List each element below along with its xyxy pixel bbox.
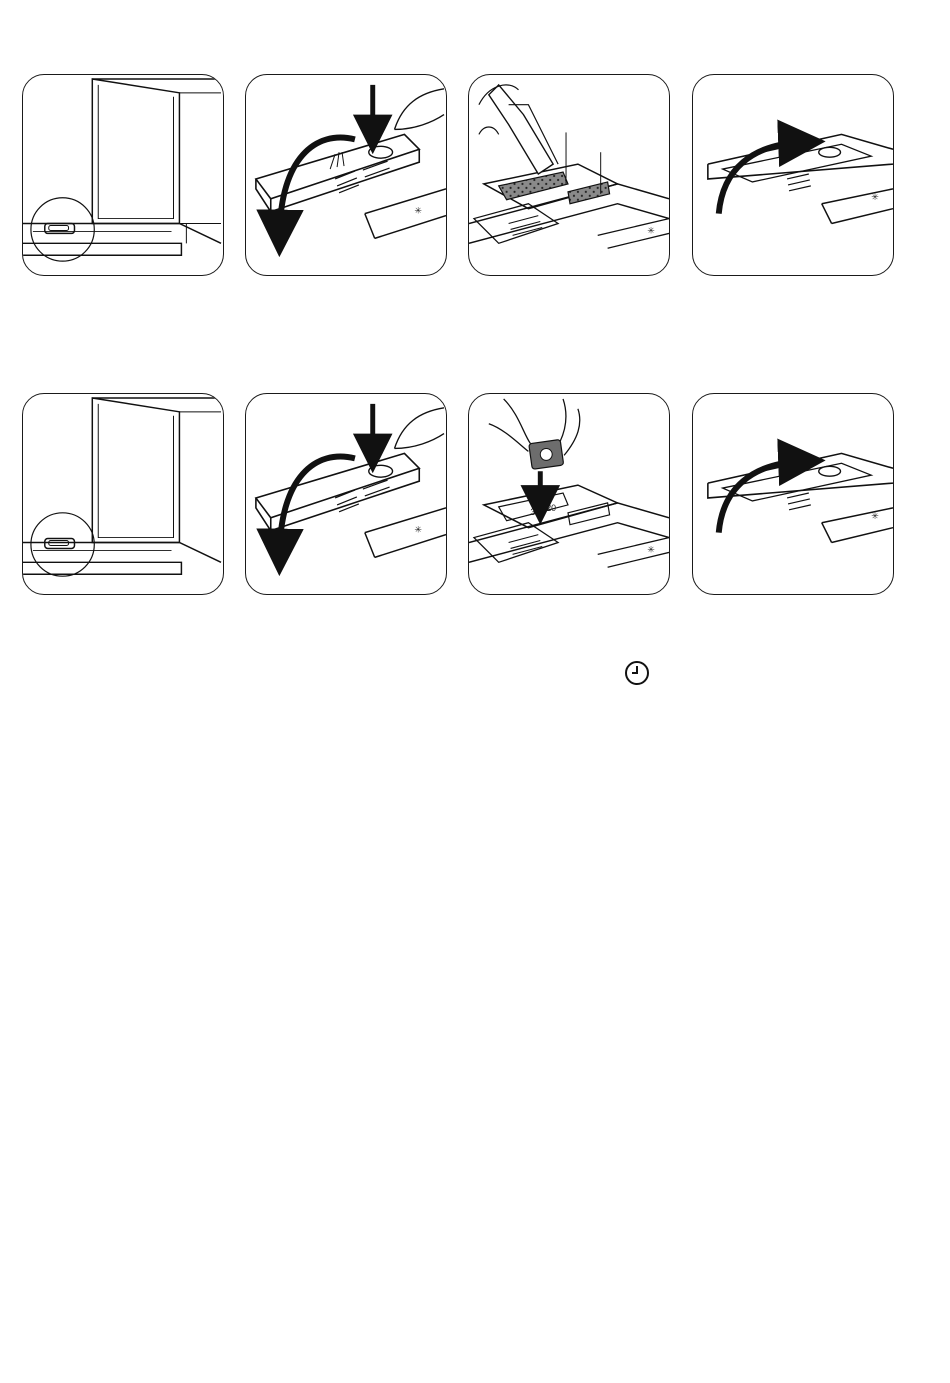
compartment-label-20: 20 [546, 503, 556, 513]
step-4-close-lid-panel: ✳ [692, 74, 894, 276]
close-lid-illustration: ✳ [693, 394, 893, 594]
snowflake-symbol: ✳ [647, 225, 655, 235]
snowflake-symbol: ✳ [871, 511, 879, 521]
dishwasher-illustration [23, 394, 223, 594]
snowflake-symbol: ✳ [414, 206, 422, 216]
snowflake-symbol: ✳ [871, 192, 879, 202]
compartment-label-30: 30 [530, 507, 540, 517]
step-8-close-lid-panel: ✳ [692, 393, 894, 595]
insert-tablet-illustration: 30 20 ✳ [469, 394, 669, 594]
step-3-fill-powder-panel: ✳ [468, 74, 670, 276]
clock-icon [624, 660, 650, 686]
step-6-open-lid-panel: ✳ [245, 393, 447, 595]
fill-powder-illustration: ✳ [469, 75, 669, 275]
press-button-illustration: ✳ [246, 394, 446, 594]
snowflake-symbol: ✳ [414, 525, 422, 535]
step-1-dishwasher-panel [22, 74, 224, 276]
snowflake-symbol: ✳ [647, 544, 655, 554]
step-7-insert-tablet-panel: 30 20 ✳ [468, 393, 670, 595]
close-lid-illustration: ✳ [693, 75, 893, 275]
dishwasher-illustration [23, 75, 223, 275]
step-5-dishwasher-panel [22, 393, 224, 595]
step-2-open-lid-panel: ✳ [245, 74, 447, 276]
press-button-illustration: ✳ [246, 75, 446, 275]
